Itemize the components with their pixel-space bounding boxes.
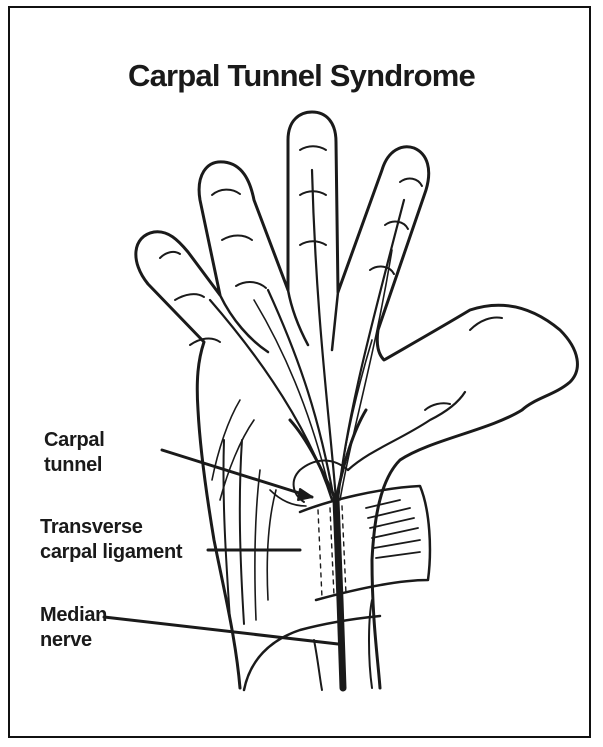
finger-gap-2 [288, 290, 308, 345]
label-transverse-line2: carpal ligament [40, 540, 182, 565]
diagram-title: Carpal Tunnel Syndrome [0, 58, 603, 94]
finger-gap-1 [220, 295, 268, 352]
label-carpal-tunnel-line2: tunnel [44, 453, 104, 478]
label-transverse-carpal-ligament: Transverse carpal ligament [40, 515, 182, 565]
finger-gap-3 [332, 292, 338, 350]
label-median-nerve: Median nerve [40, 603, 107, 653]
label-median-nerve-line2: nerve [40, 628, 107, 653]
ligament-band [300, 486, 430, 600]
hand-outline [136, 112, 578, 688]
median-nerve [336, 500, 343, 688]
label-transverse-line1: Transverse [40, 515, 182, 540]
label-carpal-tunnel-line1: Carpal [44, 428, 104, 453]
label-carpal-tunnel: Carpal tunnel [44, 428, 104, 478]
label-median-nerve-line1: Median [40, 603, 107, 628]
carpal-tunnel-leader [162, 450, 312, 497]
